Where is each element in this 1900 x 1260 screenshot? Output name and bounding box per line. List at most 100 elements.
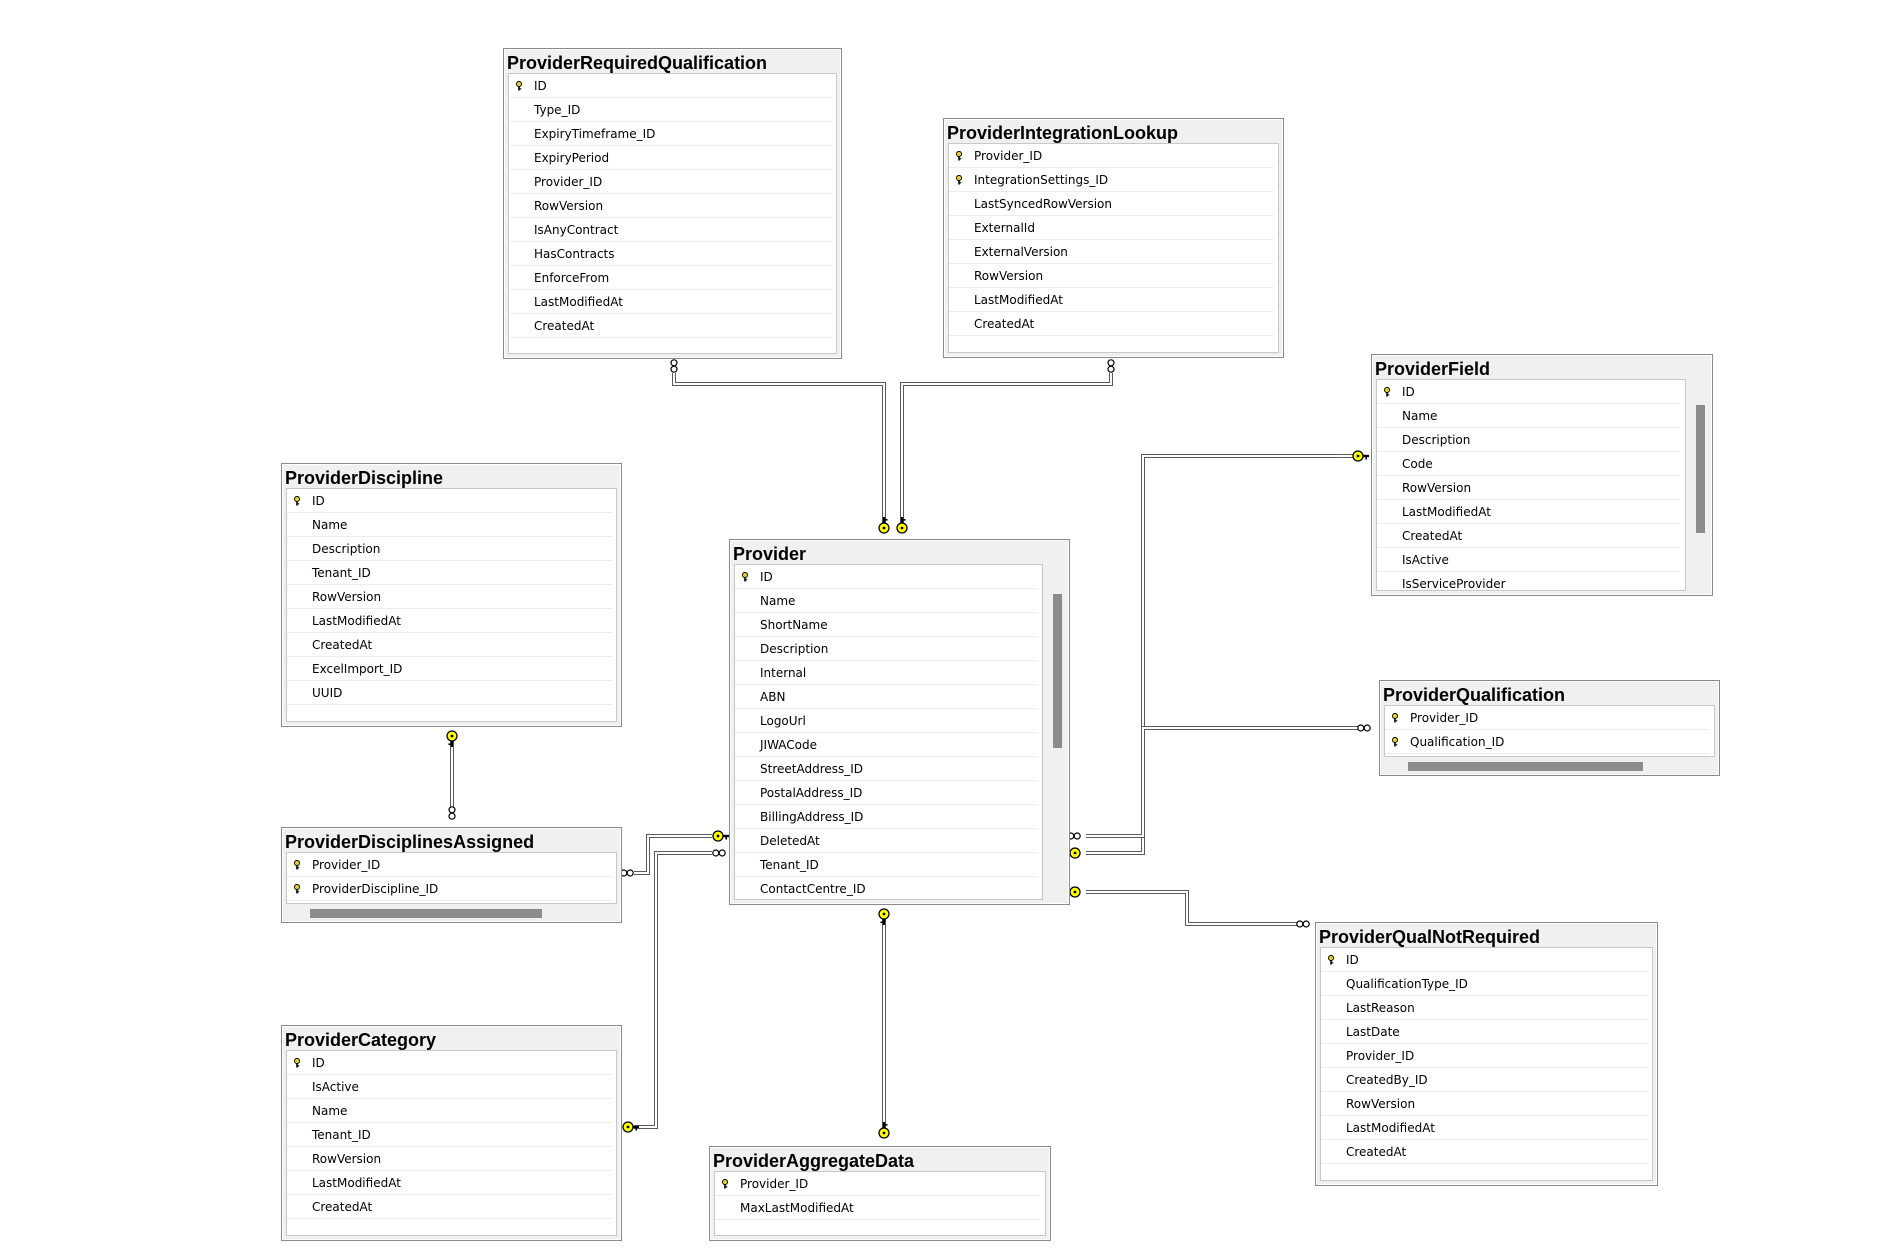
relationship-line[interactable] [900,373,1113,525]
column-row[interactable]: UUID [287,681,612,705]
column-row[interactable]: Type_ID [509,98,832,122]
column-row[interactable]: LastSyncedRowVersion [949,192,1274,216]
column-row[interactable]: Provider_ID [1385,706,1710,730]
column-row[interactable]: Name [287,513,612,537]
column-row[interactable]: Description [1377,428,1681,452]
column-row[interactable]: Tenant_ID [287,1123,612,1147]
column-row[interactable]: RowVersion [509,194,832,218]
column-row[interactable]: HasContracts [509,242,832,266]
column-row[interactable]: LastModifiedAt [287,1171,612,1195]
column-row[interactable]: BillingAddress_ID [735,805,1038,829]
column-row[interactable]: LastModifiedAt [1377,500,1681,524]
scrollbar-thumb[interactable] [1696,405,1705,533]
column-row[interactable]: CreatedAt [287,633,612,657]
column-row[interactable]: ABN [735,685,1038,709]
table-title[interactable]: ProviderDiscipline [285,468,444,488]
relationship-line[interactable] [1086,454,1361,855]
column-row[interactable]: ExpiryTimeframe_ID [509,122,832,146]
column-row[interactable]: RowVersion [1321,1092,1648,1116]
column-row[interactable]: IsActive [287,1075,612,1099]
column-row[interactable]: JIWACode [735,733,1038,757]
column-row[interactable]: QualificationType_ID [1321,972,1648,996]
column-row[interactable]: ProviderDiscipline_ID [287,877,612,901]
column-row[interactable]: Internal [735,661,1038,685]
column-row[interactable]: CreatedAt [1377,524,1681,548]
column-row[interactable]: Name [1377,404,1681,428]
scrollbar-thumb[interactable] [1053,594,1062,748]
column-row[interactable]: ContactCentre_ID [735,877,1038,899]
column-row[interactable]: Provider_ID [509,170,832,194]
column-row[interactable]: Provider_ID [1321,1044,1648,1068]
column-row[interactable]: PostalAddress_ID [735,781,1038,805]
column-row[interactable]: IsActive [1377,548,1681,572]
column-row[interactable]: Description [735,637,1038,661]
column-row[interactable]: Qualification_ID [1385,730,1710,754]
column-row[interactable]: ID [735,565,1038,589]
column-row[interactable]: IntegrationSettings_ID [949,168,1274,192]
column-row[interactable]: LastReason [1321,996,1648,1020]
vertical-scrollbar[interactable] [1691,383,1709,590]
table-title[interactable]: Provider [733,544,807,564]
table-title[interactable]: ProviderRequiredQualification [507,53,768,73]
column-row[interactable]: ShortName [735,613,1038,637]
column-row[interactable]: ID [287,1051,612,1075]
column-row[interactable]: DeletedAt [735,829,1038,853]
column-row[interactable]: EnforceFrom [509,266,832,290]
column-row[interactable]: LogoUrl [735,709,1038,733]
table-title[interactable]: ProviderAggregateData [713,1151,915,1171]
column-row[interactable]: ExpiryPeriod [509,146,832,170]
column-row[interactable]: IsAnyContract [509,218,832,242]
column-row[interactable]: ID [509,74,832,98]
relationship-line[interactable] [634,851,712,1129]
table-title[interactable]: ProviderDisciplinesAssigned [285,832,535,852]
scrollbar-thumb[interactable] [310,909,542,918]
column-row[interactable]: ID [1321,948,1648,972]
column-row[interactable]: LastModifiedAt [509,290,832,314]
column-row[interactable]: CreatedAt [287,1195,612,1219]
table-title[interactable]: ProviderQualNotRequired [1319,927,1541,947]
column-row[interactable]: CreatedAt [509,314,832,338]
table-title[interactable]: ProviderCategory [285,1030,437,1050]
column-row[interactable]: ID [287,489,612,513]
column-row[interactable]: LastModifiedAt [949,288,1274,312]
column-row[interactable]: StreetAddress_ID [735,757,1038,781]
column-row[interactable]: MaxLastModifiedAt [715,1196,1041,1220]
relationship-line[interactable] [672,373,886,525]
column-row[interactable]: Tenant_ID [287,561,612,585]
column-row[interactable]: RowVersion [949,264,1274,288]
column-row[interactable]: LastDate [1321,1020,1648,1044]
column-row[interactable]: RowVersion [287,585,612,609]
column-row[interactable]: CreatedAt [1321,1140,1648,1164]
column-row[interactable]: RowVersion [1377,476,1681,500]
column-row[interactable]: RowVersion [287,1147,612,1171]
relationship-line[interactable] [1086,890,1298,926]
table-title[interactable]: ProviderQualification [1383,685,1566,705]
column-row[interactable]: Provider_ID [715,1172,1041,1196]
column-row[interactable]: Name [287,1099,612,1123]
column-row[interactable]: Provider_ID [287,853,612,877]
column-row[interactable]: IsServiceProvider [1377,572,1681,590]
column-row[interactable]: LastModifiedAt [1321,1116,1648,1140]
column-row[interactable]: CreatedAt [949,312,1274,336]
horizontal-scrollbar[interactable] [1386,760,1693,772]
column-row[interactable]: ID [1377,380,1681,404]
column-row[interactable]: Description [287,537,612,561]
column-row[interactable]: Code [1377,452,1681,476]
column-row[interactable]: Name [735,589,1038,613]
column-row[interactable]: LastModifiedAt [287,609,612,633]
column-row[interactable]: ExternalId [949,216,1274,240]
column-row[interactable]: Tenant_ID [735,853,1038,877]
table-title[interactable]: ProviderField [1375,359,1491,379]
table-title[interactable]: ProviderIntegrationLookup [947,123,1179,143]
column-row[interactable]: ExcelImport_ID [287,657,612,681]
